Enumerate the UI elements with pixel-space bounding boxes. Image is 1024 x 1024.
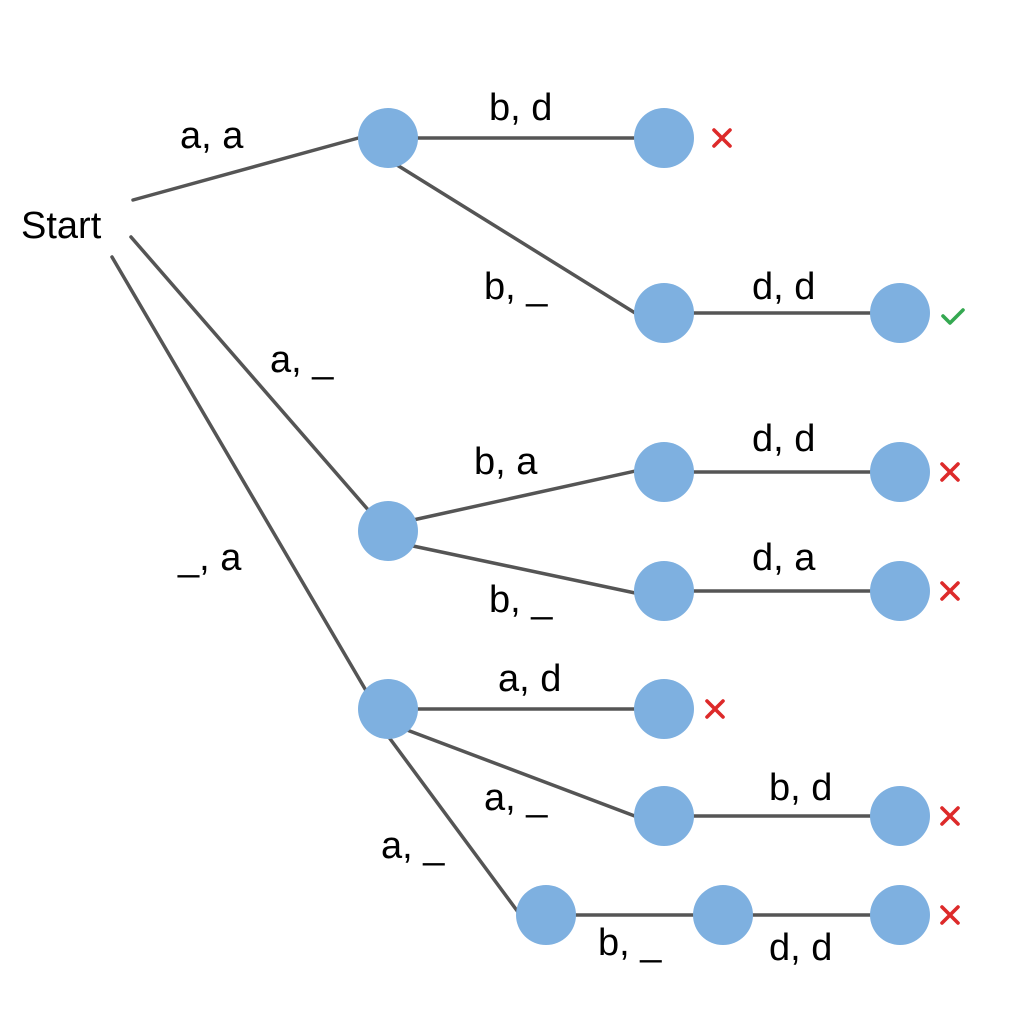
edge-start-n1	[131, 135, 364, 202]
edge-start-n3	[110, 255, 370, 696]
edge-label-n3-n3c: a, _	[381, 825, 445, 867]
node-n3	[358, 679, 418, 739]
node-n1b	[634, 283, 694, 343]
cross-icon	[940, 462, 960, 482]
edge-label-start-n2: a, _	[270, 339, 334, 381]
edge-label-n1-n1b: b, _	[484, 266, 548, 308]
edge-label-n2-n2b: b, _	[489, 579, 553, 621]
edge-label-n3c-mid-n3c-end: d, d	[769, 927, 832, 969]
check-icon	[941, 308, 965, 325]
edge-label-n2a-n2a-end: d, d	[752, 418, 815, 460]
edges	[110, 135, 902, 917]
nodes	[358, 108, 930, 945]
edge-label-n1b-n1b-end: d, d	[752, 266, 815, 308]
edge-label-start-n3: _, a	[177, 537, 242, 579]
node-n2a-end	[870, 442, 930, 502]
edge-n2-n2b	[411, 544, 642, 596]
edge-n3-n3b	[405, 728, 642, 820]
node-n2b-end	[870, 561, 930, 621]
edge-n2-n2a	[411, 468, 642, 522]
node-n3c-end	[870, 885, 930, 945]
node-n3c-mid	[693, 885, 753, 945]
node-n3b-end	[870, 786, 930, 846]
edge-labels: a, a a, _ _, a b, d b, _ d, d b, a d, d …	[177, 87, 832, 969]
node-n3b	[634, 786, 694, 846]
edge-label-start-n1: a, a	[180, 115, 244, 157]
cross-icon	[940, 905, 960, 925]
start-label: Start	[21, 205, 102, 247]
node-n1	[358, 108, 418, 168]
node-n2	[358, 501, 418, 561]
cross-icon	[940, 806, 960, 826]
node-n1a	[634, 108, 694, 168]
cross-icon	[940, 581, 960, 601]
node-n3c	[516, 885, 576, 945]
edge-label-n1-n1a: b, d	[489, 87, 552, 129]
cross-icon	[705, 699, 725, 719]
edge-label-n3-n3a: a, d	[498, 658, 561, 700]
edge-n3-n3c	[386, 734, 520, 914]
node-n1b-end	[870, 283, 930, 343]
node-n2b	[634, 561, 694, 621]
edge-label-n3-n3b: a, _	[484, 777, 548, 819]
node-n3a	[634, 679, 694, 739]
edge-label-n3b-n3b-end: b, d	[769, 767, 832, 809]
edge-start-n2	[129, 235, 372, 514]
edge-label-n2-n2a: b, a	[474, 441, 538, 483]
edge-n1-n1b	[395, 163, 642, 318]
node-n2a	[634, 442, 694, 502]
result-marks	[705, 128, 965, 925]
edge-label-n3c-n3c-mid: b, _	[598, 922, 662, 964]
edge-label-n2b-n2b-end: d, a	[752, 537, 816, 579]
cross-icon	[712, 128, 732, 148]
